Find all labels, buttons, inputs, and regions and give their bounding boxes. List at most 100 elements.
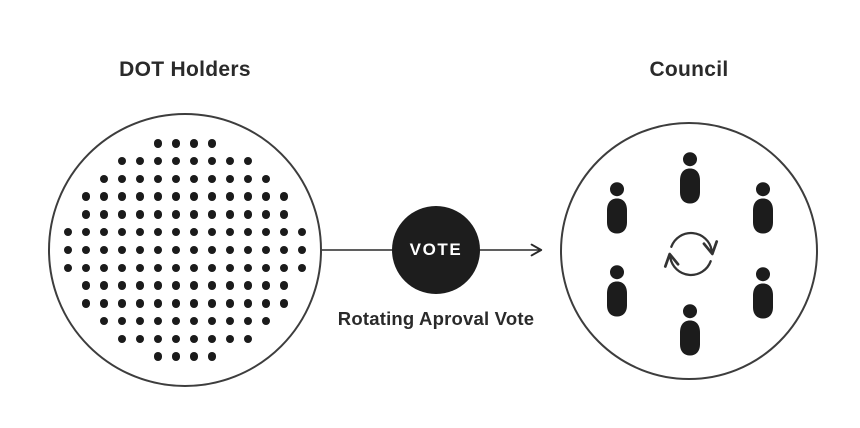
rotation-cycle-icon bbox=[663, 231, 719, 277]
holder-dot bbox=[117, 334, 127, 344]
holder-dot bbox=[189, 334, 199, 344]
holder-dot bbox=[279, 245, 289, 255]
holder-dot bbox=[117, 281, 127, 290]
holder-dot bbox=[117, 245, 127, 255]
holder-dot bbox=[135, 156, 145, 166]
holder-dot bbox=[207, 334, 217, 344]
holder-dot bbox=[153, 174, 163, 184]
holder-dot bbox=[99, 210, 109, 219]
holder-dot bbox=[153, 245, 163, 255]
holder-dot bbox=[189, 139, 199, 148]
dot-row bbox=[153, 352, 217, 361]
dot-row bbox=[81, 299, 289, 308]
holder-dot bbox=[99, 245, 109, 255]
holder-dot bbox=[117, 316, 127, 326]
holder-dot bbox=[243, 210, 253, 219]
holder-dot bbox=[261, 192, 271, 201]
holder-dot bbox=[189, 156, 199, 166]
dot-row bbox=[117, 334, 253, 344]
holder-dot bbox=[261, 316, 271, 326]
holder-dot bbox=[63, 245, 73, 255]
holder-dot bbox=[153, 192, 163, 201]
holder-dot bbox=[99, 228, 109, 237]
holder-dot bbox=[279, 299, 289, 308]
dot-row bbox=[99, 316, 271, 326]
dot-holders-title: DOT Holders bbox=[119, 58, 251, 81]
connector-caption: Rotating Aproval Vote bbox=[337, 308, 535, 329]
holder-dot bbox=[279, 281, 289, 290]
dot-row bbox=[153, 139, 217, 148]
holder-dot bbox=[135, 299, 145, 308]
holder-dot bbox=[171, 156, 181, 166]
holder-dot bbox=[153, 316, 163, 326]
holder-dot bbox=[225, 334, 235, 344]
holder-dot bbox=[243, 245, 253, 255]
holder-dot bbox=[189, 316, 199, 326]
holder-dot bbox=[225, 210, 235, 219]
holder-dot bbox=[261, 263, 271, 272]
holder-dot bbox=[207, 299, 217, 308]
holder-dot bbox=[153, 228, 163, 237]
holder-dot bbox=[99, 316, 109, 326]
dot-row bbox=[81, 210, 289, 219]
holder-dot bbox=[81, 245, 91, 255]
dot-row bbox=[63, 263, 307, 272]
holder-dot bbox=[81, 210, 91, 219]
holder-dot bbox=[225, 192, 235, 201]
holder-dot bbox=[117, 210, 127, 219]
holder-dot bbox=[135, 263, 145, 272]
vote-badge-label: VOTE bbox=[409, 240, 463, 259]
holder-dot bbox=[225, 228, 235, 237]
holder-dot bbox=[117, 263, 127, 272]
holder-dot bbox=[135, 334, 145, 344]
holder-dot bbox=[207, 192, 217, 201]
holder-dot bbox=[63, 263, 73, 272]
holder-dot bbox=[243, 281, 253, 290]
holder-dot bbox=[225, 263, 235, 272]
holder-dot bbox=[279, 228, 289, 237]
dot-row bbox=[81, 192, 289, 201]
holder-dot bbox=[153, 210, 163, 219]
holder-dot bbox=[135, 210, 145, 219]
holder-dot bbox=[189, 245, 199, 255]
holder-dot bbox=[189, 299, 199, 308]
holder-dot bbox=[153, 299, 163, 308]
holder-dot bbox=[261, 299, 271, 308]
holder-dot bbox=[135, 228, 145, 237]
holder-dot bbox=[117, 156, 127, 166]
holder-dot bbox=[297, 245, 307, 255]
holder-dot bbox=[207, 210, 217, 219]
holder-dot bbox=[189, 192, 199, 201]
holder-dot bbox=[153, 334, 163, 344]
holder-dot bbox=[279, 263, 289, 272]
holder-dot bbox=[243, 192, 253, 201]
holder-dot bbox=[189, 174, 199, 184]
holder-dot bbox=[81, 192, 91, 201]
holder-dot bbox=[81, 281, 91, 290]
holder-dot bbox=[243, 263, 253, 272]
holder-dot bbox=[261, 174, 271, 184]
holder-dot bbox=[99, 174, 109, 184]
holder-dot bbox=[171, 316, 181, 326]
holder-dot bbox=[261, 245, 271, 255]
holder-dot bbox=[207, 174, 217, 184]
holder-dot bbox=[153, 263, 163, 272]
holder-dot bbox=[189, 281, 199, 290]
holder-dot bbox=[135, 245, 145, 255]
person-icon bbox=[680, 152, 700, 204]
holder-dot bbox=[207, 352, 217, 361]
holder-dot bbox=[207, 263, 217, 272]
holder-dot bbox=[171, 192, 181, 201]
council-circle bbox=[560, 122, 818, 380]
holder-dot bbox=[117, 192, 127, 201]
holder-dot bbox=[189, 228, 199, 237]
holder-dot bbox=[207, 156, 217, 166]
holder-dot bbox=[153, 139, 163, 148]
holder-dot bbox=[207, 316, 217, 326]
holder-dot bbox=[225, 281, 235, 290]
holder-dot bbox=[243, 156, 253, 166]
holder-dot bbox=[171, 228, 181, 237]
holder-dot bbox=[225, 156, 235, 166]
holder-dot bbox=[243, 334, 253, 344]
holder-dot bbox=[189, 210, 199, 219]
